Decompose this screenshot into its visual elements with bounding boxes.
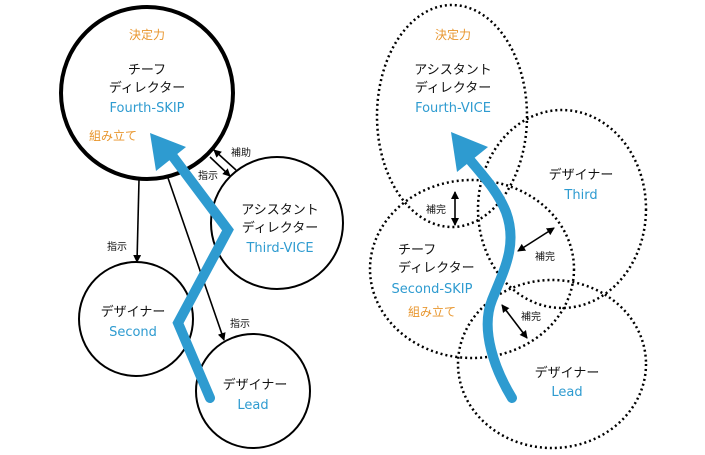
- left-diagram: 決定力 チーフ ディレクター Fourth-SKIP 組み立て アシスタント デ…: [59, 5, 344, 449]
- instruct-assistant-label: 指示: [198, 169, 218, 182]
- assistant-title-2: ディレクター: [242, 220, 319, 236]
- assist-chief-arrow: [213, 149, 237, 171]
- lead-rank-right: Lead: [551, 385, 582, 400]
- assistant-title-1: アシスタント: [241, 203, 318, 218]
- assembly-label: 組み立て: [89, 128, 137, 143]
- chief-title-1-right: チーフ: [398, 243, 436, 258]
- assistant-rank: Third-VICE: [245, 241, 313, 256]
- third-title: デザイナー: [549, 167, 614, 183]
- instruct-assistant-arrow: [209, 156, 231, 177]
- decision-label-right: 決定力: [435, 27, 471, 42]
- complement-label-3: 補完: [521, 310, 541, 323]
- designer-lead-node: [195, 333, 311, 449]
- assistant-director-node: [210, 156, 344, 290]
- chief-director-region: [368, 178, 576, 360]
- lead-title-right: デザイナー: [535, 365, 600, 381]
- second-title: デザイナー: [101, 304, 166, 320]
- lead-title: デザイナー: [223, 377, 288, 393]
- chief-director-node: [59, 5, 235, 181]
- chief-title-2: ディレクター: [109, 80, 186, 96]
- complement-arrow-3: [501, 304, 528, 339]
- lead-rank: Lead: [237, 398, 268, 413]
- third-rank: Third: [563, 188, 597, 203]
- flow-curve-arrowhead: [451, 132, 488, 172]
- decision-label: 決定力: [129, 27, 165, 42]
- chief-title-1: チーフ: [128, 63, 166, 78]
- assistant-title-1-right: アシスタント: [414, 63, 491, 78]
- assembly-label-right: 組み立て: [408, 304, 456, 319]
- instruct-lead-label: 指示: [230, 317, 250, 330]
- flow-arrow-path: [163, 145, 234, 403]
- assistant-title-2-right: ディレクター: [415, 80, 492, 96]
- flow-curve-path: [465, 155, 517, 403]
- chief-title-2-right: ディレクター: [398, 260, 475, 276]
- complement-label-2: 補完: [535, 250, 555, 263]
- instruct-second-arrow: [133, 179, 142, 263]
- assistant-director-region: [375, 3, 529, 229]
- complement-arrow-2: [517, 227, 555, 252]
- flow-arrowhead: [150, 133, 186, 171]
- chief-rank: Fourth-SKIP: [109, 101, 184, 116]
- right-diagram: 決定力 アシスタント ディレクター Fourth-VICE デザイナー Thir…: [368, 3, 648, 450]
- assist-label: 補助: [231, 146, 251, 159]
- designer-third-region: [476, 108, 648, 310]
- second-rank: Second: [109, 325, 157, 340]
- instruct-lead-arrow: [167, 177, 226, 341]
- instruct-second-label: 指示: [107, 240, 127, 253]
- designer-lead-region: [456, 278, 648, 450]
- assistant-rank-right: Fourth-VICE: [415, 101, 491, 116]
- chief-rank-right: Second-SKIP: [392, 282, 473, 297]
- complement-label-1: 補完: [426, 203, 446, 216]
